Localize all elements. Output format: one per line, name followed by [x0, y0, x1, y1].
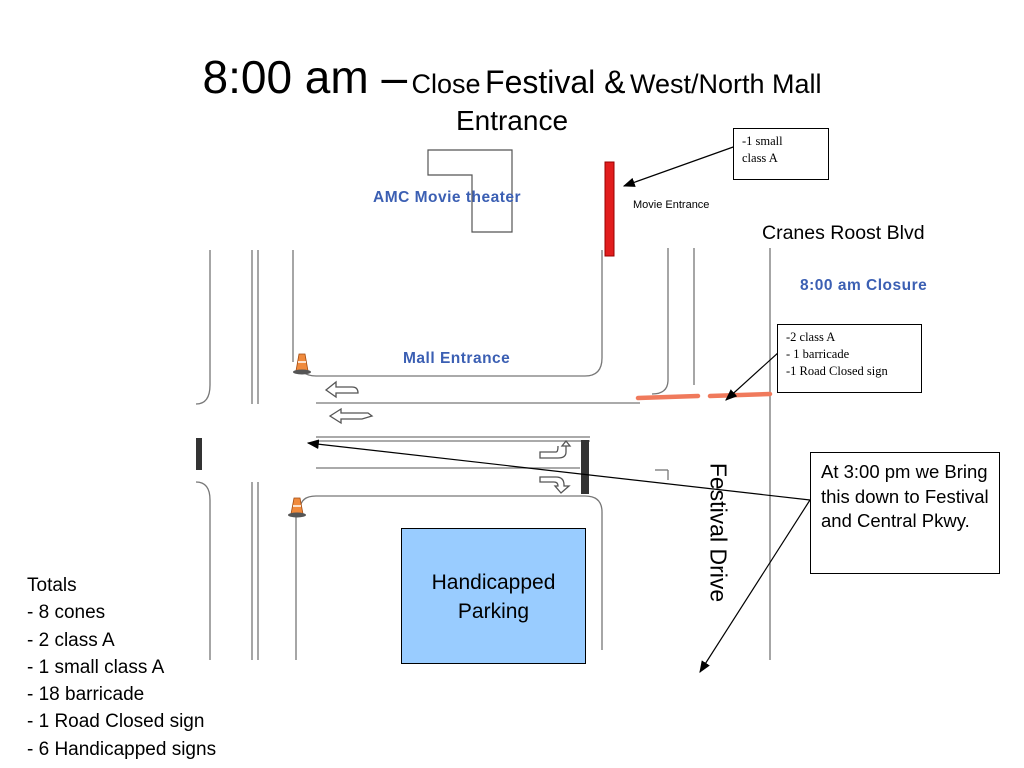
callout-line: -1 Road Closed sign — [786, 364, 888, 378]
callout-line: - 1 barricade — [786, 347, 850, 361]
page-title: 8:00 am – Close Festival & West/North Ma… — [0, 50, 1024, 137]
festival-drive-label: Festival Drive — [705, 462, 732, 603]
totals-item: - 2 class A — [27, 629, 115, 651]
u-turn-arrow-icon — [539, 476, 571, 494]
arrow-icon — [306, 439, 811, 501]
totals-item: - 1 small class A — [27, 656, 165, 678]
cranes-roost-label: Cranes Roost Blvd — [762, 222, 925, 244]
callout-line: class A — [742, 151, 778, 165]
u-turn-arrow-icon — [328, 407, 374, 425]
movie-entrance-label: Movie Entrance — [633, 199, 710, 211]
arrow-icon — [699, 499, 811, 674]
title-entrance: Entrance — [455, 105, 569, 137]
totals-item: - 8 cones — [27, 602, 106, 624]
totals-item: - 1 Road Closed sign — [27, 711, 205, 733]
totals-heading: Totals — [27, 575, 77, 596]
totals-item: - 18 barricade — [27, 684, 145, 706]
inner-barrier — [581, 440, 589, 494]
title-close: Close — [411, 69, 481, 99]
arrow-icon — [622, 145, 737, 187]
totals-item: - 6 Handicapped signs — [27, 738, 217, 760]
closure-label: 8:00 am Closure — [800, 277, 928, 294]
road-barricades — [635, 391, 773, 401]
movie-entrance-barrier — [604, 161, 615, 257]
handicapped-parking-area: Handicapped Parking — [401, 528, 586, 664]
callout-line: -1 small — [742, 134, 783, 148]
title-festival: Festival & — [485, 64, 626, 100]
west-barrier — [196, 438, 202, 470]
theater-building — [427, 149, 513, 233]
title-west-north: West/North Mall — [629, 69, 822, 99]
mall-entrance-label: Mall Entrance — [403, 350, 511, 367]
festival-drive-lines — [651, 248, 771, 660]
traffic-cone-icon — [293, 353, 311, 375]
callout-line: -2 class A — [786, 330, 836, 344]
bring-down-note: At 3:00 pm we Bring this down to Festiva… — [810, 452, 1000, 574]
west-road-lines — [195, 250, 297, 660]
parking-label: Parking — [457, 600, 530, 623]
traffic-cone-icon — [288, 497, 306, 518]
small-class-callout: -1 small class A — [733, 128, 829, 180]
u-turn-arrow-icon — [324, 380, 359, 399]
u-turn-arrow-icon — [539, 439, 572, 459]
class-a-callout: -2 class A - 1 barricade -1 Road Closed … — [777, 324, 922, 393]
totals-list: Totals - 8 cones - 2 class A - 1 small c… — [27, 572, 216, 763]
amc-theater-label: AMC Movie theater — [373, 189, 522, 206]
title-time: 8:00 am – — [202, 51, 408, 103]
handicapped-label: Handicapped — [431, 571, 556, 594]
